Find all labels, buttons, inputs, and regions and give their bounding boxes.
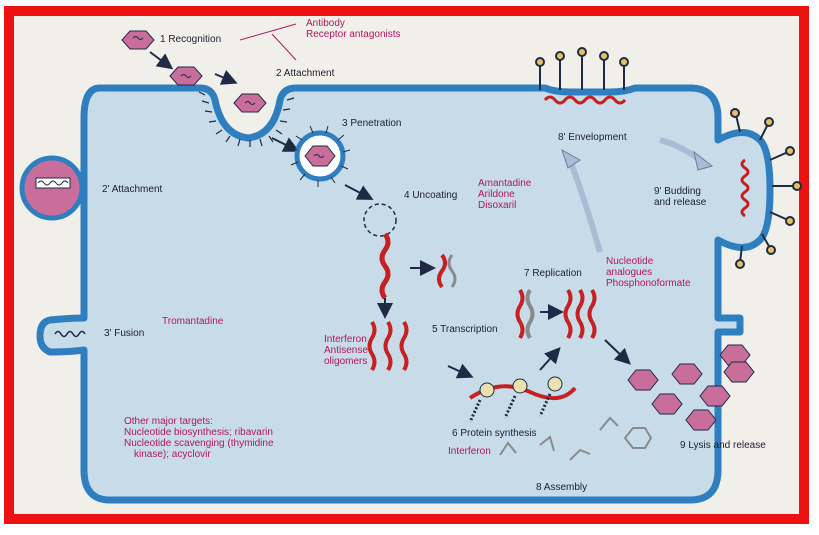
- viral-rna: [379, 232, 391, 300]
- drug-protein-synthesis: Interferon: [448, 446, 491, 457]
- drug-arildone: Arildone: [478, 189, 515, 200]
- drug-antibody: Antibody: [306, 18, 345, 29]
- cell-membrane: [36, 84, 774, 504]
- drug-other-targets: Other major targets: Nucleotide biosynth…: [124, 416, 274, 460]
- drug-interferon: Interferon: [324, 334, 367, 345]
- uncoating-capsid: [363, 203, 397, 237]
- label-attachment-prime: 2' Attachment: [102, 184, 163, 195]
- drug-disoxaril: Disoxaril: [478, 200, 517, 211]
- transcripts: [367, 320, 409, 372]
- drug-oligomers: oligomers: [324, 356, 368, 367]
- endosome: [289, 125, 351, 187]
- label-envelopment: 8' Envelopment: [558, 132, 627, 143]
- label-protein-synthesis: 6 Protein synthesis: [452, 428, 537, 439]
- label-assembly: 8 Assembly: [536, 482, 588, 493]
- drug-other-heading: Other major targets:: [124, 416, 213, 427]
- drug-nucleotide: Nucleotide: [606, 256, 654, 267]
- drug-fusion: Tromantadine: [162, 316, 224, 327]
- attachment-prime-virion: [19, 155, 85, 221]
- drug-antisense: Antisense: [324, 345, 368, 356]
- budding-rna: [740, 158, 750, 218]
- virion-recognition: [121, 30, 155, 50]
- drug-other-acyclovir: kinase); acyclovir: [134, 449, 211, 460]
- drug-replication: Nucleotide analogues Phosphonoformate: [606, 256, 691, 289]
- budding-spikes: [730, 108, 802, 269]
- receptor-bristles: [198, 91, 295, 147]
- envelopment-spikes: [535, 47, 629, 90]
- label-fusion: 3' Fusion: [104, 328, 145, 339]
- envelopment-rna: [543, 95, 627, 105]
- drug-other-ribavarin: Nucleotide biosynthesis; ribavarin: [124, 427, 273, 438]
- drug-other-scavenging: Nucleotide scavenging (thymidine: [124, 438, 274, 449]
- label-budding-line1: 9' Budding: [654, 186, 701, 197]
- drug-analogues: analogues: [606, 267, 653, 278]
- replication-strands: [515, 288, 597, 340]
- drug-phosphonoformate: Phosphonoformate: [606, 278, 691, 289]
- label-recognition: 1 Recognition: [160, 34, 222, 45]
- label-lysis-release: 9 Lysis and release: [680, 440, 766, 451]
- drug-transcription: Interferon Antisense oligomers: [324, 334, 368, 367]
- label-transcription: 5 Transcription: [432, 324, 498, 335]
- label-attachment: 2 Attachment: [276, 68, 335, 79]
- drug-recognition: Antibody Receptor antagonists: [306, 18, 401, 40]
- drug-uncoating: Amantadine Arildone Disoxaril: [478, 178, 531, 211]
- label-budding-line2: and release: [654, 197, 707, 208]
- label-replication: 7 Replication: [524, 268, 582, 279]
- label-budding: 9' Budding and release: [654, 186, 706, 208]
- label-penetration: 3 Penetration: [342, 118, 402, 129]
- released-virions: [627, 344, 755, 431]
- fusion-rna: [54, 330, 86, 338]
- assembly-pieces: [499, 416, 653, 461]
- label-uncoating: 4 Uncoating: [404, 190, 458, 201]
- polysome: [468, 376, 577, 423]
- drug-amantadine: Amantadine: [478, 178, 532, 189]
- drug-receptor-antagonists: Receptor antagonists: [306, 29, 401, 40]
- curved-arrow-envelopment: [567, 158, 603, 253]
